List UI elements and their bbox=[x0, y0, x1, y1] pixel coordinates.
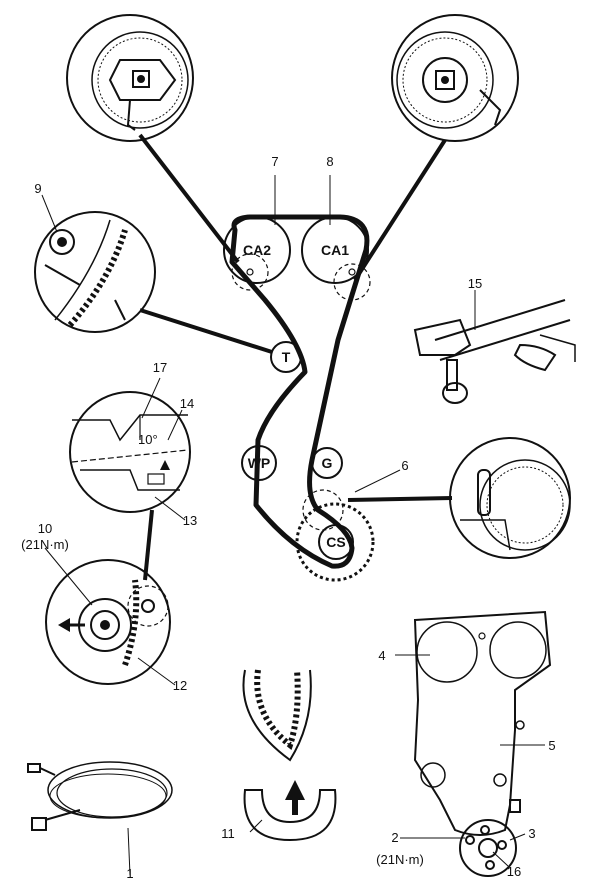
pulley-ca2: CA2 bbox=[223, 216, 291, 291]
pulley-t-label: T bbox=[282, 349, 291, 365]
pulley-crankshaft: CS bbox=[318, 524, 354, 560]
callout-4: 4 bbox=[378, 648, 385, 663]
crankshaft-outer-dotted-circle bbox=[295, 502, 375, 582]
pulley-ca1: CA1 bbox=[301, 216, 371, 301]
leader-ca1-detail bbox=[353, 138, 447, 282]
callout-10: 10 bbox=[38, 521, 52, 536]
pulley-wp-label: WP bbox=[248, 455, 271, 471]
callout-2: 2 bbox=[391, 830, 398, 845]
callout-15: 15 bbox=[468, 276, 482, 291]
angle-label: 10° bbox=[138, 432, 158, 447]
detail-tensioner bbox=[34, 211, 156, 333]
detail-camshaft-2 bbox=[66, 14, 194, 142]
timing-cover bbox=[413, 610, 552, 877]
pulley-cs-label: CS bbox=[326, 534, 345, 550]
torque-label-lower: (21N·m) bbox=[376, 852, 424, 867]
callout-8: 8 bbox=[326, 154, 333, 169]
timing-belt bbox=[229, 214, 370, 569]
pulley-ca1-label: CA1 bbox=[321, 242, 349, 258]
pulley-idler: G bbox=[311, 447, 343, 479]
callout-12: 12 bbox=[173, 678, 187, 693]
callout-14: 14 bbox=[180, 396, 194, 411]
callout-3: 3 bbox=[528, 826, 535, 841]
callout-7: 7 bbox=[271, 154, 278, 169]
pulley-g-label: G bbox=[322, 455, 333, 471]
leader-timing-mark bbox=[143, 509, 154, 581]
pulley-ca2-label: CA2 bbox=[243, 242, 271, 258]
callout-16: 16 bbox=[507, 864, 521, 879]
callout-1: 1 bbox=[126, 866, 133, 881]
crankshaft-mark-dashed-circle bbox=[302, 489, 344, 531]
locking-tool bbox=[413, 299, 576, 404]
timing-belt-section bbox=[242, 669, 337, 842]
callout-17: 17 bbox=[153, 360, 167, 375]
pulley-tensioner: T bbox=[270, 341, 302, 373]
leader-tensioner-detail bbox=[139, 308, 273, 354]
callout-5: 5 bbox=[548, 738, 555, 753]
coiled-cable bbox=[27, 761, 173, 831]
callout-9: 9 bbox=[34, 181, 41, 196]
torque-label-upper: (21N·m) bbox=[21, 537, 69, 552]
leader-crank-detail bbox=[347, 496, 453, 502]
detail-belt-tension bbox=[45, 559, 171, 685]
callout-11: 11 bbox=[221, 826, 235, 841]
callout-6: 6 bbox=[401, 458, 408, 473]
leader-ca2-detail bbox=[138, 133, 240, 264]
detail-camshaft-1 bbox=[391, 14, 519, 142]
callout-13: 13 bbox=[183, 513, 197, 528]
callout-lines bbox=[41, 175, 545, 876]
detail-timing-mark: 10° bbox=[69, 391, 191, 513]
detail-crankshaft-pulley bbox=[449, 437, 571, 559]
pulley-water-pump: WP bbox=[241, 445, 277, 481]
